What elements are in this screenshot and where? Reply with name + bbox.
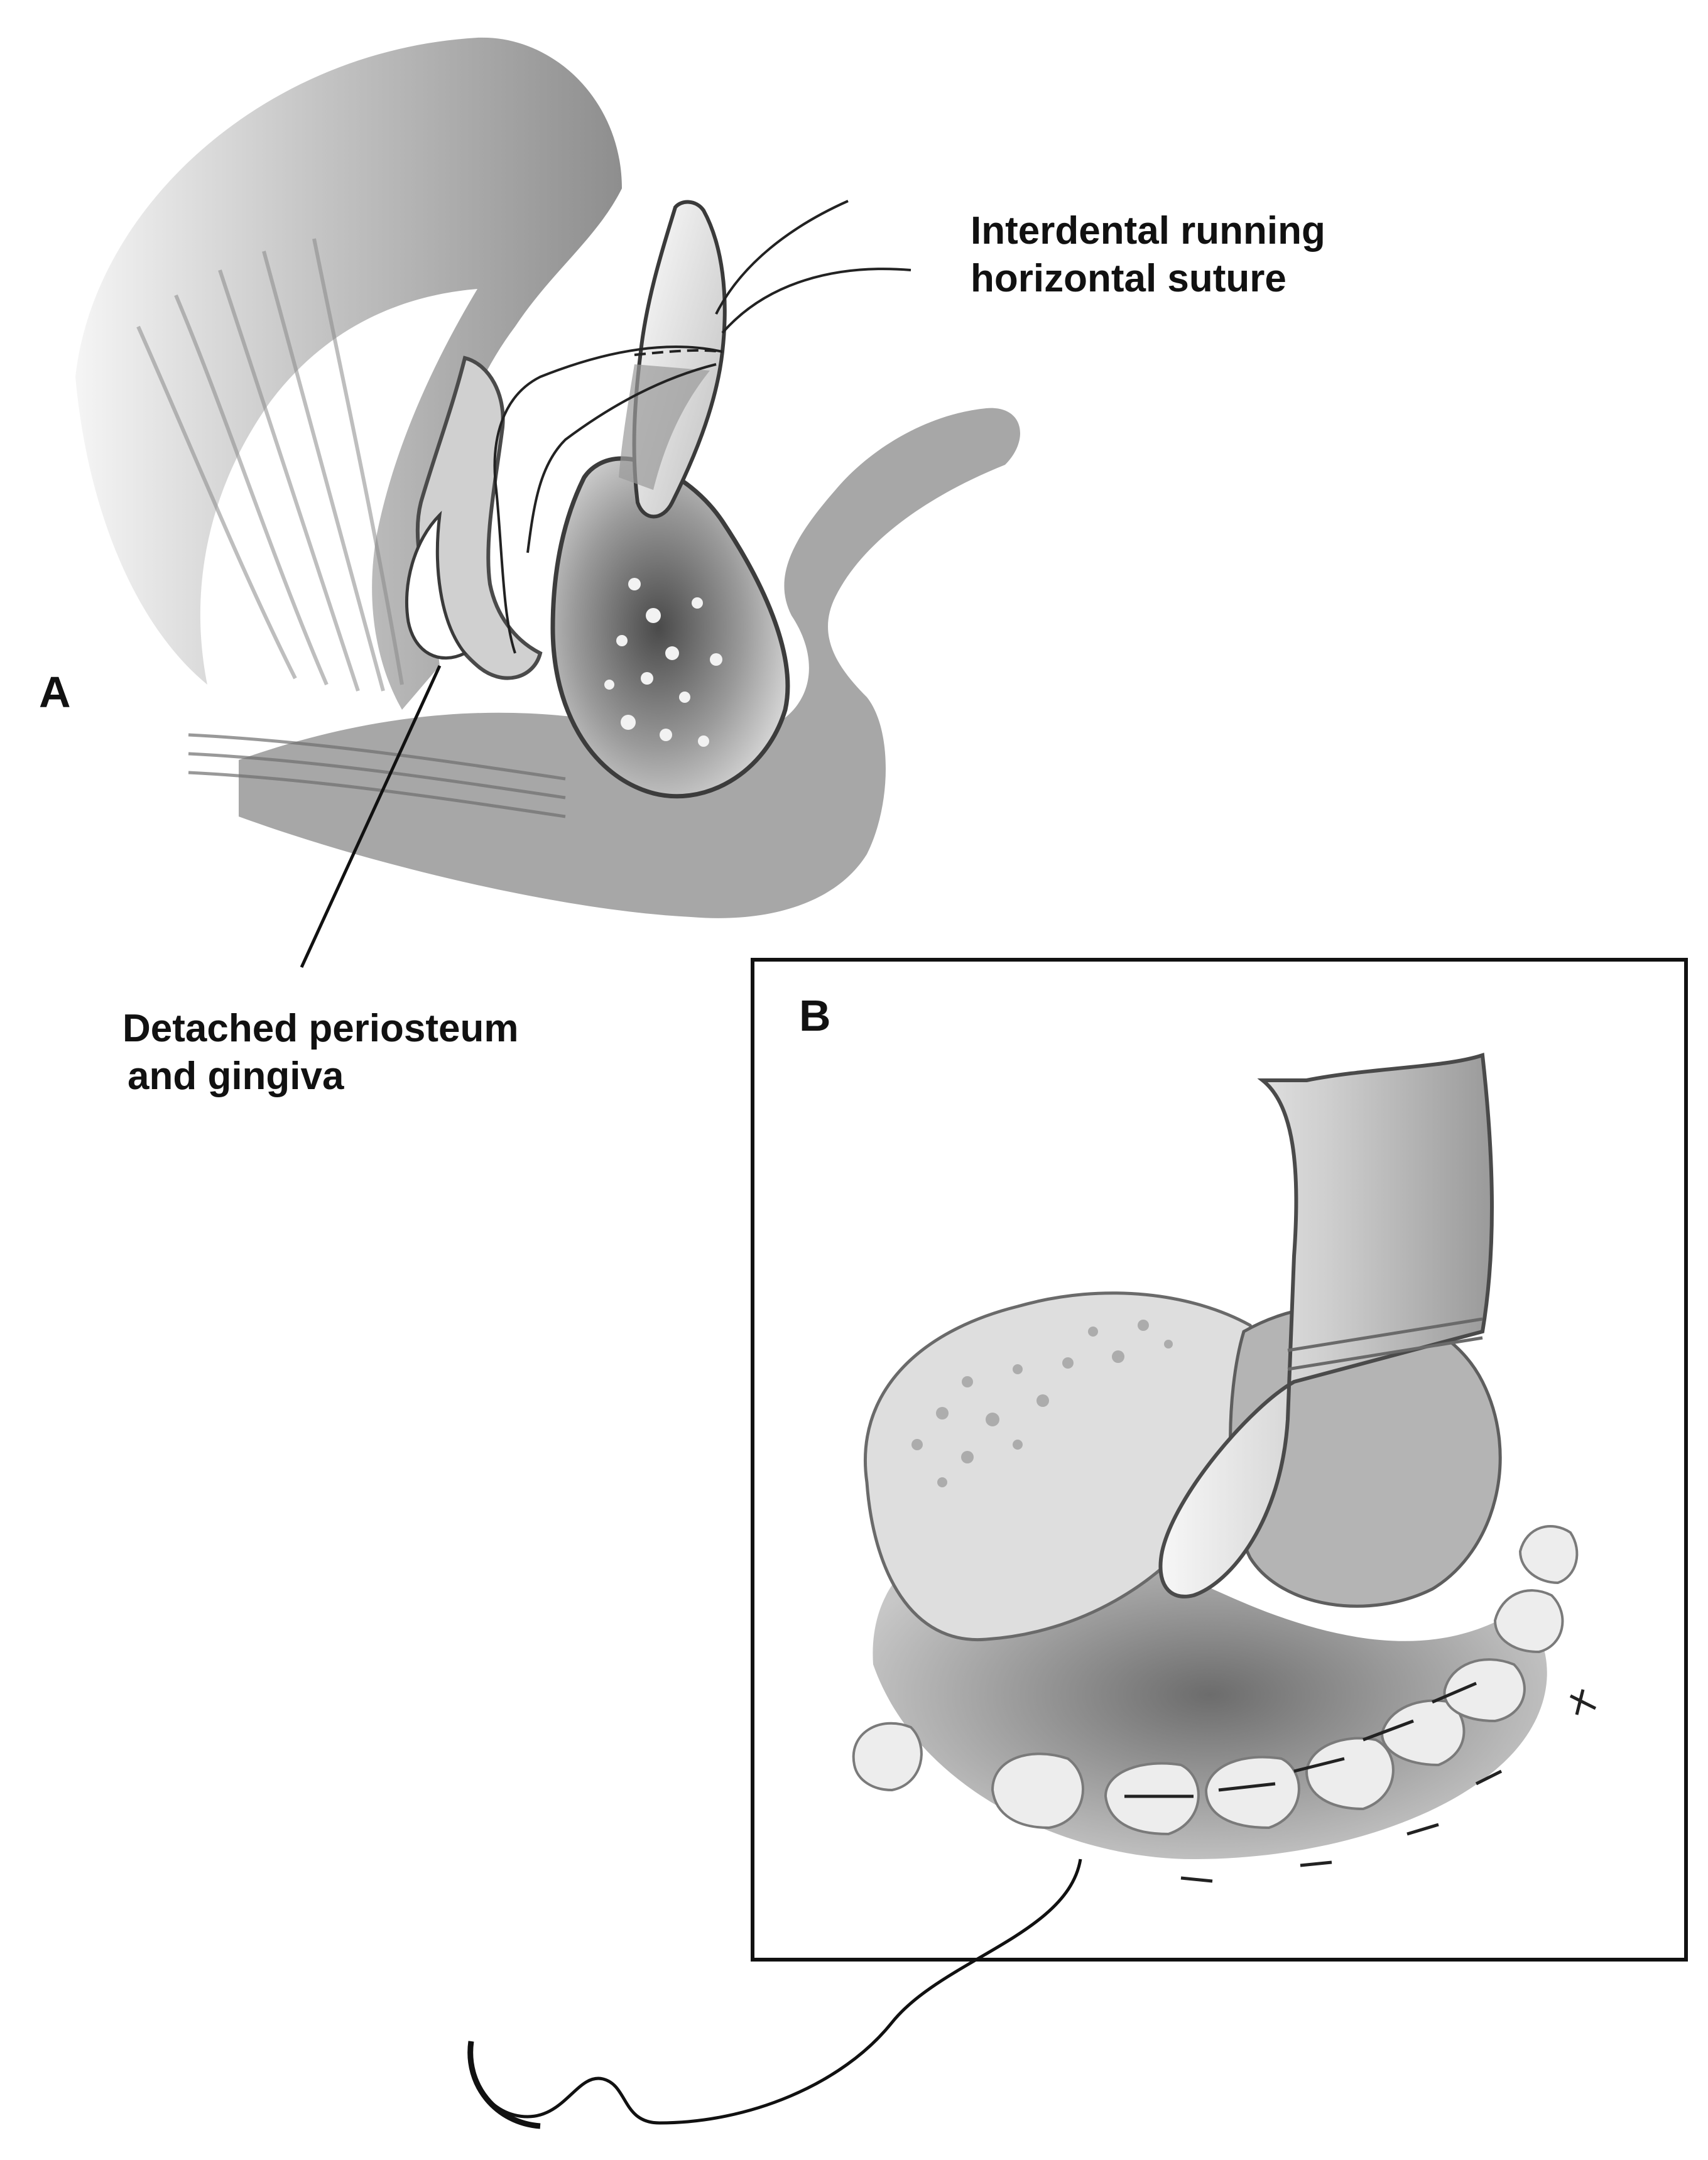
periosteum-label: Detached periosteum and gingiva: [122, 1005, 519, 1100]
panel-a-drawing: [75, 37, 1020, 918]
panel-b-drawing: [852, 1052, 1597, 1883]
alveolar-socket: [550, 456, 790, 799]
lip-tissue: [75, 37, 622, 710]
flap-bone-texture: [911, 1320, 1173, 1487]
mandible-body: [239, 408, 1020, 918]
periosteum-label-line1: Detached periosteum: [122, 1007, 519, 1050]
teeth-arch: [852, 1525, 1579, 1836]
gingiva-cuff: [619, 364, 710, 490]
lip-striations: [136, 238, 404, 692]
panel-b-letter: B: [799, 991, 831, 1040]
bone-speckles: [604, 578, 722, 747]
retractor: [1158, 1052, 1494, 1598]
suture-end-mark: [1569, 1689, 1597, 1715]
periosteum-label-line2: and gingiva: [128, 1054, 344, 1098]
panel-a-letter: A: [39, 668, 71, 717]
interdental-sutures: [1124, 1681, 1503, 1883]
suture-label: Interdental running horizontal suture: [971, 207, 1325, 302]
suture-needle-thread: [469, 1859, 1082, 2125]
needle: [467, 2041, 541, 2129]
detached-flap: [415, 355, 543, 680]
panel-b-frame: [751, 958, 1688, 1962]
suture-label-line1: Interdental running: [971, 209, 1325, 252]
suture-thread-a: [493, 200, 911, 654]
floor-layers: [188, 733, 566, 818]
suture-label-line2: horizontal suture: [971, 256, 1286, 300]
retractor-edge: [1287, 1317, 1483, 1371]
flap-space: [405, 511, 467, 660]
periosteum-leader-line: [300, 665, 442, 969]
